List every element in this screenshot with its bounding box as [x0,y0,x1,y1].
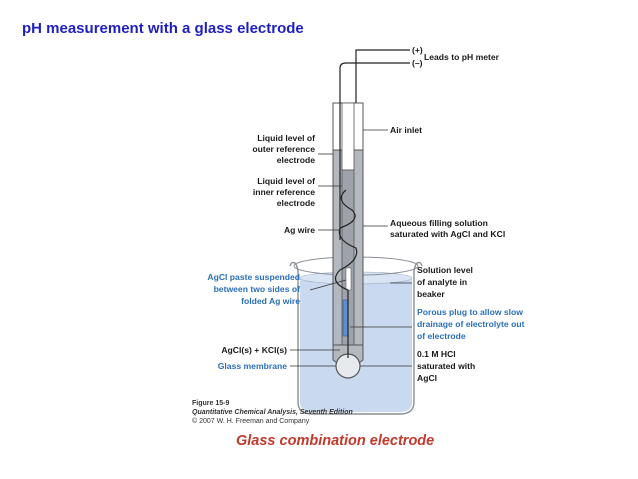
label-ag-wire: Ag wire [284,225,315,235]
electrode [332,102,364,379]
label-agcl-paste-3: folded Ag wire [241,296,300,306]
inner-tube-empty [341,102,355,171]
agcl-paste [345,267,352,291]
label-glass-membrane: Glass membrane [218,361,287,371]
label-porous-plug-1: Porous plug to allow slow [417,307,523,317]
lead-wires [334,49,410,358]
label-solution-level-1: Solution level [417,265,473,275]
credit-book: Quantitative Chemical Analysis, Seventh … [192,409,353,416]
label-filling-1: Aqueous filling solution [390,218,488,228]
label-inner-level-1: Liquid level of [257,176,315,186]
label-lead-minus: (–) [412,58,423,68]
label-hcl-1: 0.1 M HCl [417,349,456,359]
lead-wire-minus [339,62,410,240]
beaker-wall [289,261,423,415]
label-outer-level-1: Liquid level of [257,133,315,143]
label-porous-plug-2: drainage of electrolyte out [417,319,525,329]
lead-wire-plus [355,49,410,103]
ag-wire-spiral [334,189,358,358]
label-hcl-2: saturated with [417,361,475,371]
label-agcl-kcl: AgCl(s) + KCl(s) [221,345,287,355]
label-outer-level-3: electrode [277,155,315,165]
porous-plug [342,299,349,337]
label-air-inlet: Air inlet [390,125,422,135]
label-outer-level-2: outer reference [252,144,315,154]
label-porous-plug-3: of electrode [417,331,466,341]
label-inner-level-3: electrode [277,198,315,208]
label-hcl-3: AgCl [417,373,437,383]
label-agcl-paste-1: AgCl paste suspended [207,272,300,282]
leader-lines [290,129,412,367]
label-solution-level-2: of analyte in [417,277,467,287]
credit-copyright: © 2007 W. H. Freeman and Company [192,417,310,425]
credit-figure: Figure 15-9 [192,400,229,407]
label-inner-level-2: inner reference [253,187,315,197]
label-leads: Leads to pH meter [424,52,500,62]
slide-title: pH measurement with a glass electrode [22,20,304,37]
diagram-caption: Glass combination electrode [236,433,435,449]
label-agcl-paste-2: between two sides of [214,284,301,294]
label-filling-2: saturated with AgCl and KCl [390,229,505,239]
label-lead-plus: (+) [412,45,423,55]
label-solution-level-3: beaker [417,289,445,299]
